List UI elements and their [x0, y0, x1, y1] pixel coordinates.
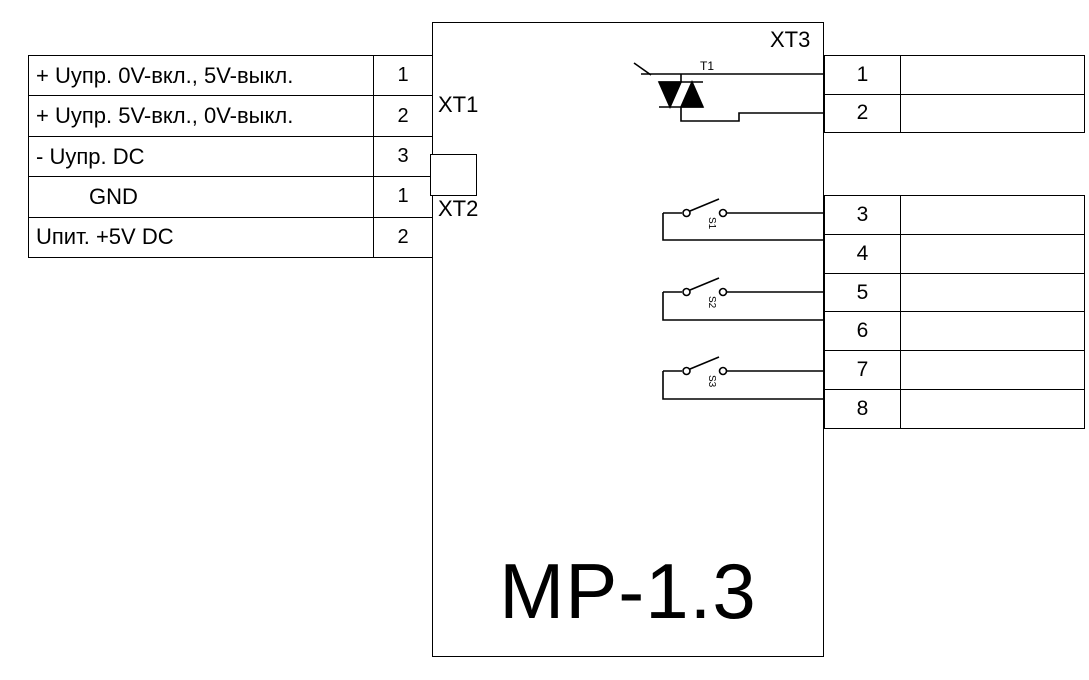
- signal-label: + Uупр. 0V-вкл., 5V-выкл.: [36, 62, 294, 88]
- table-row: 1: [825, 56, 1084, 95]
- pin-number: 1: [373, 177, 432, 217]
- terminal-cell: [901, 235, 1084, 273]
- pin-number: 2: [373, 96, 432, 136]
- module-box: [432, 22, 824, 657]
- terminal-cell: [901, 196, 1084, 234]
- pin-number: 5: [825, 273, 901, 312]
- table-row: 3: [825, 196, 1084, 235]
- pin-number: 3: [825, 196, 901, 234]
- terminal-cell: [901, 56, 1084, 94]
- connector-notch: [430, 154, 477, 196]
- signal-label: Uпит. +5V DC: [36, 224, 174, 250]
- pin-number: 4: [825, 234, 901, 273]
- left-connector-table: + Uупр. 0V-вкл., 5V-выкл. 1 + Uупр. 5V-в…: [28, 55, 433, 258]
- pin-number: 6: [825, 312, 901, 351]
- table-row: 5: [825, 273, 1084, 313]
- signal-label: + Uупр. 5V-вкл., 0V-выкл.: [36, 103, 294, 129]
- table-row: GND 1: [29, 177, 432, 218]
- pin-number: 1: [373, 56, 432, 96]
- pin-number: 2: [825, 94, 901, 132]
- signal-label: - Uупр. DC: [36, 143, 145, 169]
- table-row: 7: [825, 351, 1084, 391]
- pin-number: 2: [373, 217, 432, 258]
- pin-number: 1: [825, 56, 901, 94]
- table-row: + Uупр. 5V-вкл., 0V-выкл. 2: [29, 96, 432, 137]
- table-row: 8: [825, 390, 1084, 428]
- table-row: 6: [825, 312, 1084, 352]
- terminal-cell: [901, 95, 1084, 133]
- signal-label: GND: [89, 183, 138, 209]
- table-row: 2: [825, 94, 1084, 133]
- table-row: + Uупр. 0V-вкл., 5V-выкл. 1: [29, 56, 432, 97]
- connector-label-xt1: XT1: [438, 92, 479, 117]
- terminal-cell: [901, 351, 1084, 389]
- pin-number: 8: [825, 390, 901, 428]
- right-pin-table-bottom: 3 4 5 6 7 8: [824, 195, 1085, 429]
- table-row: Uпит. +5V DC 2: [29, 217, 432, 258]
- connector-label-xt2: XT2: [438, 196, 479, 221]
- table-row: - Uупр. DC 3: [29, 136, 432, 178]
- terminal-cell: [901, 390, 1084, 428]
- terminal-cell: [901, 312, 1084, 350]
- right-pin-table-top: 1 2: [824, 55, 1085, 133]
- module-name: МР-1.3: [499, 547, 757, 635]
- connector-label-xt3: XT3: [770, 27, 811, 52]
- table-row: 4: [825, 234, 1084, 274]
- terminal-cell: [901, 274, 1084, 312]
- pin-number: 3: [373, 136, 432, 177]
- pin-number: 7: [825, 351, 901, 390]
